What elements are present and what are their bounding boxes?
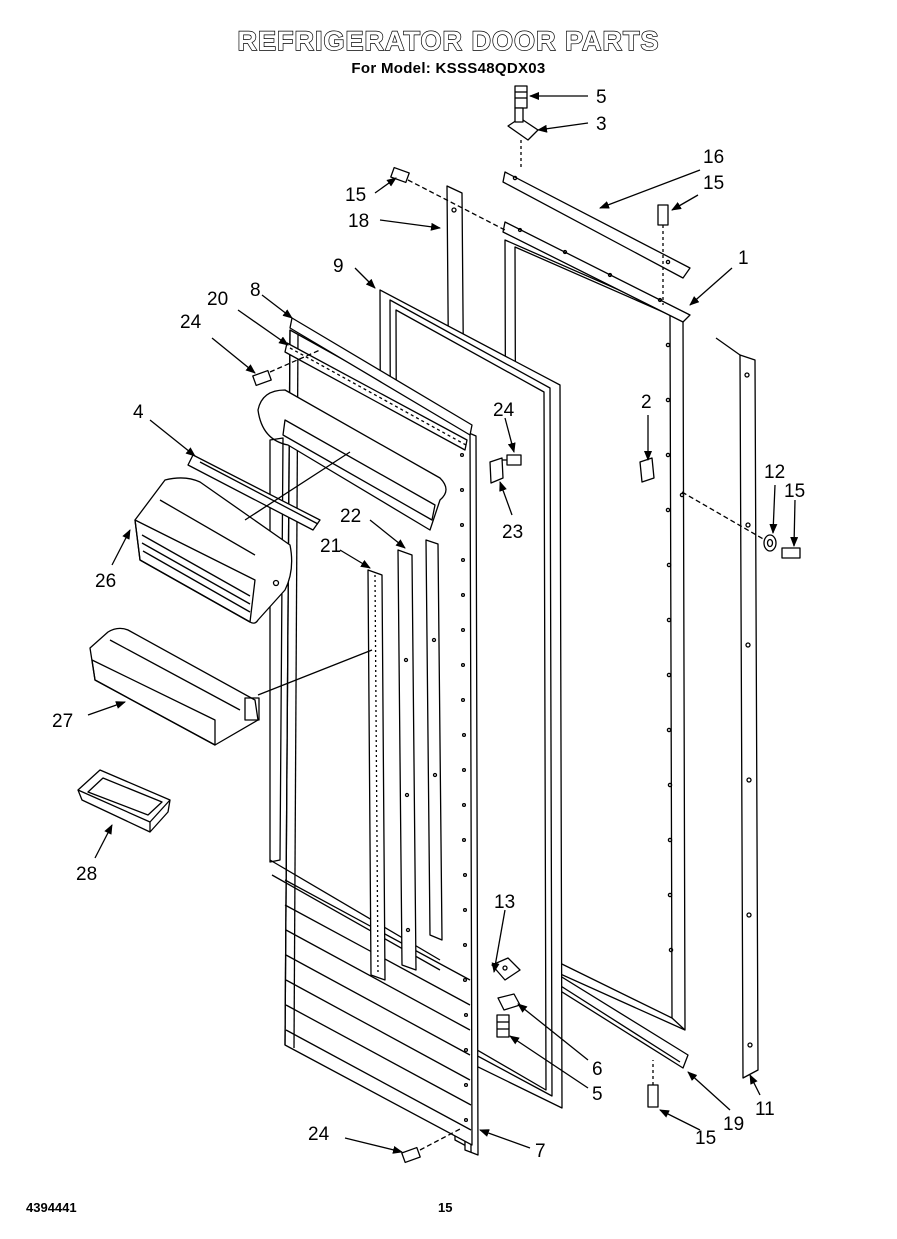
callout-27: 27 xyxy=(52,711,73,732)
callout-13: 13 xyxy=(494,892,515,913)
callout-28: 28 xyxy=(76,864,97,885)
callout-24-left: 24 xyxy=(180,312,202,333)
part-15-screw-right xyxy=(781,547,801,559)
part-15-screw-bottom xyxy=(647,1084,659,1108)
part-26-dairy-cover xyxy=(134,477,293,624)
part-5-hinge-pin-bottom xyxy=(496,1014,510,1038)
callout-15-top-right: 15 xyxy=(703,173,724,194)
callout-5-bottom: 5 xyxy=(592,1084,603,1105)
callout-6: 6 xyxy=(592,1059,603,1080)
document-number: 4394441 xyxy=(26,1200,77,1215)
callout-8: 8 xyxy=(250,280,261,301)
callout-16: 16 xyxy=(703,147,724,168)
callout-11: 11 xyxy=(755,1099,775,1120)
model-subtitle: For Model: KSSS48QDX03 xyxy=(351,60,546,77)
callout-21: 21 xyxy=(320,536,341,557)
callout-24-bottom: 24 xyxy=(308,1124,330,1145)
callout-1: 1 xyxy=(738,248,749,269)
part-15-screw-top-left xyxy=(390,166,410,184)
callout-18: 18 xyxy=(348,211,369,232)
part-3-hinge-top xyxy=(507,107,539,141)
part-23-clip xyxy=(489,457,504,484)
part-16-top-bracket xyxy=(502,171,691,279)
page-title: REFRIGERATOR DOOR PARTS xyxy=(237,25,660,56)
part-22b-retainer xyxy=(425,539,443,941)
callout-4: 4 xyxy=(133,402,144,423)
callout-20: 20 xyxy=(207,289,228,310)
callout-23: 23 xyxy=(502,522,523,543)
callout-2: 2 xyxy=(641,392,652,413)
part-15-screw-top-right xyxy=(657,204,669,226)
part-24-screw-left xyxy=(252,369,272,387)
part-11-trim-strip xyxy=(715,337,759,1079)
callout-9: 9 xyxy=(333,256,344,277)
callout-5-top: 5 xyxy=(596,87,607,108)
part-28-tray xyxy=(77,769,171,833)
callout-15-top-left: 15 xyxy=(345,185,366,206)
callout-7: 7 xyxy=(535,1141,546,1162)
callout-26: 26 xyxy=(95,571,116,592)
callout-19: 19 xyxy=(723,1114,744,1135)
part-21-retainer xyxy=(367,569,386,981)
part-8-top-trim xyxy=(289,317,473,436)
page-number: 15 xyxy=(438,1200,453,1215)
part-24-screw-bottom xyxy=(401,1146,421,1164)
callout-3: 3 xyxy=(596,114,607,135)
part-22-retainer xyxy=(397,549,417,971)
part-2-clip xyxy=(639,457,655,483)
callout-15-right: 15 xyxy=(784,481,805,502)
callout-12: 12 xyxy=(764,462,785,483)
part-27-door-bin xyxy=(89,627,260,746)
part-20-top-trim xyxy=(284,342,468,451)
callout-labels: 5 3 16 15 15 18 1 9 8 20 24 24 2 4 12 15… xyxy=(52,87,805,1162)
part-5-hinge-pin-top xyxy=(514,85,528,109)
part-12-washer xyxy=(763,534,777,552)
callout-leaders xyxy=(87,92,799,1154)
callout-24-center: 24 xyxy=(493,400,515,421)
callout-22: 22 xyxy=(340,506,361,527)
part-24-screw-center xyxy=(502,454,522,466)
callout-15-bottom: 15 xyxy=(695,1128,716,1149)
upper-compartment-frame xyxy=(257,389,447,971)
